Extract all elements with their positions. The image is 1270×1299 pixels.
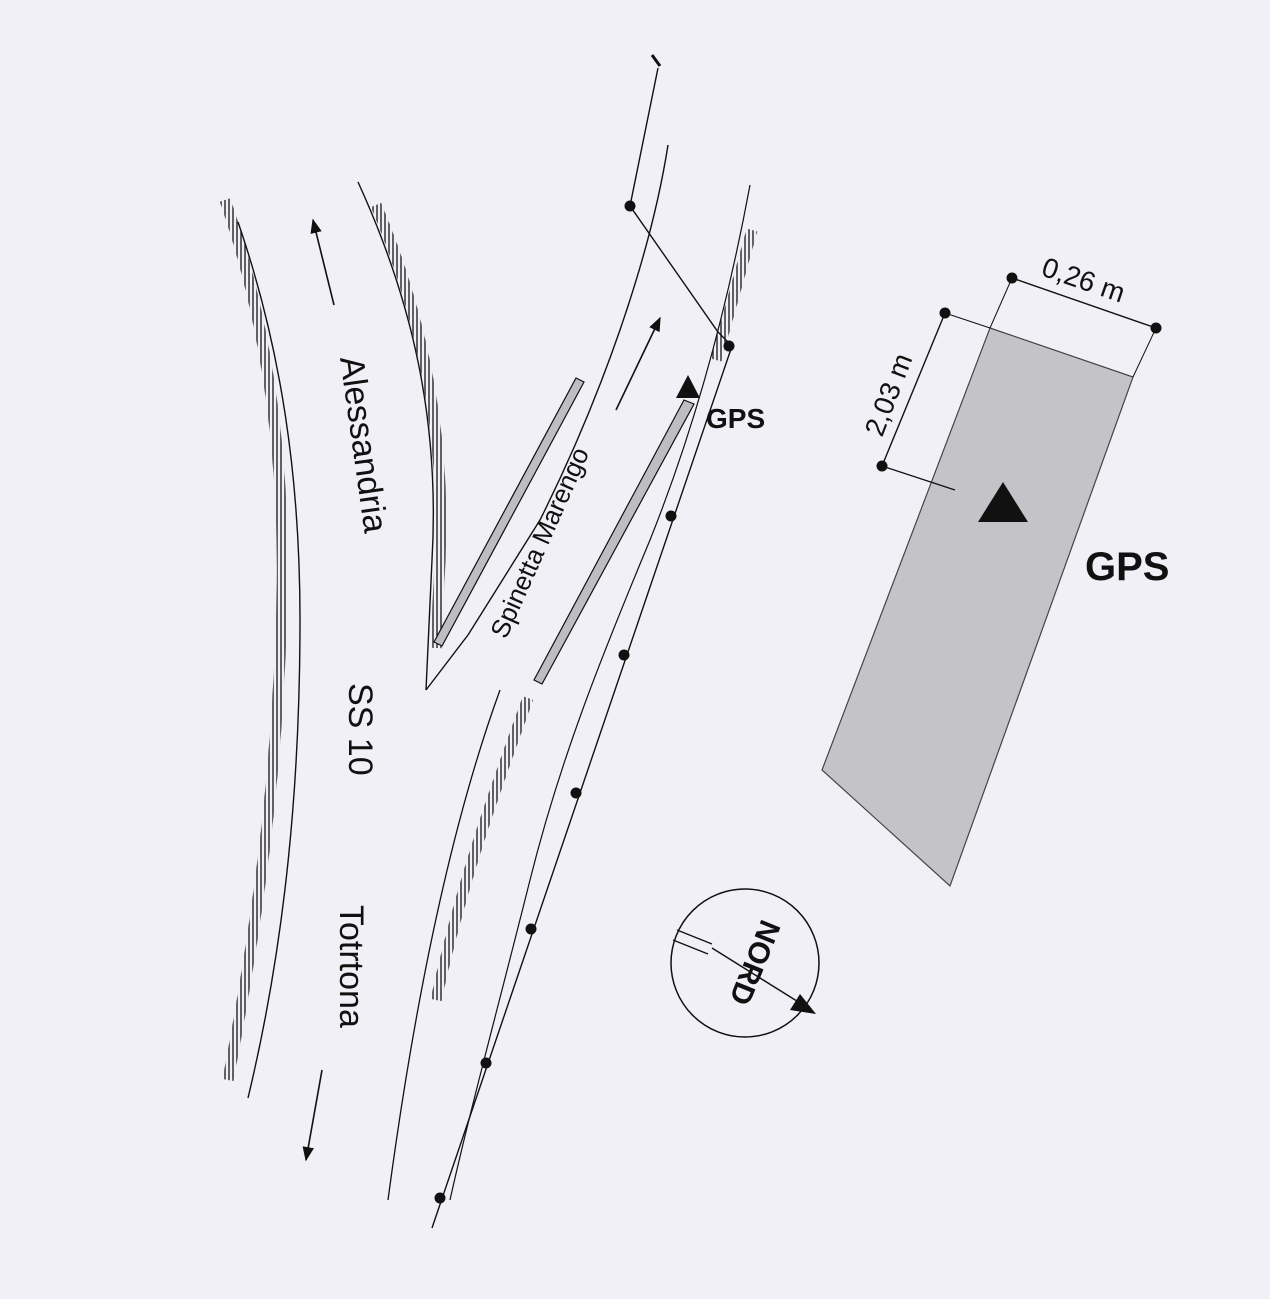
road-edge-left bbox=[237, 221, 301, 1099]
direction-arrows bbox=[302, 218, 661, 1162]
survey-point bbox=[570, 787, 582, 799]
label-length-dimension: 2,03 m bbox=[859, 349, 919, 440]
survey-point bbox=[434, 1192, 446, 1204]
label-tortona: Totrtona bbox=[332, 905, 370, 1028]
platform-right bbox=[533, 399, 695, 685]
label-ss10: SS 10 bbox=[341, 683, 379, 776]
embankment-right-lower-hatch bbox=[430, 696, 534, 1002]
label-gps-large: GPS bbox=[1085, 545, 1169, 589]
survey-point bbox=[525, 923, 537, 935]
branch-edge-outer bbox=[357, 181, 435, 691]
arrow-to-alessandria bbox=[310, 218, 335, 306]
spinetta-edge-right bbox=[449, 184, 751, 1201]
survey-point bbox=[624, 200, 636, 212]
road-network bbox=[219, 144, 758, 1201]
survey-point bbox=[618, 649, 630, 661]
dimension-width bbox=[1011, 277, 1157, 329]
survey-line bbox=[431, 54, 735, 1229]
survey-point bbox=[665, 510, 677, 522]
arrow-to-spinetta bbox=[615, 316, 661, 411]
embankment-left-hatch bbox=[219, 198, 288, 1082]
gps-antenna-icon bbox=[978, 482, 1028, 522]
label-gps-small: GPS bbox=[706, 403, 765, 434]
platform-left bbox=[433, 377, 585, 647]
arrow-to-tortona bbox=[302, 1069, 323, 1162]
gps-marker-icon bbox=[676, 375, 700, 398]
label-north: NORD bbox=[722, 915, 786, 1009]
survey-point bbox=[723, 340, 735, 352]
spinetta-edge-left bbox=[467, 144, 669, 636]
dimension-length bbox=[881, 312, 946, 467]
slab-detail: GPS 0,26 m 2,03 m bbox=[821, 251, 1169, 888]
survey-point bbox=[480, 1057, 492, 1069]
slab bbox=[821, 327, 1134, 888]
label-alessandria: Alessandria bbox=[332, 354, 394, 535]
junction-gore bbox=[425, 634, 469, 691]
north-arrow-icon: NORD bbox=[670, 888, 820, 1038]
embankment-right-upper-hatch bbox=[710, 228, 758, 362]
label-width-dimension: 0,26 m bbox=[1038, 251, 1129, 308]
road-edge-right bbox=[387, 689, 501, 1201]
branch-embankment-hatch bbox=[370, 202, 447, 649]
